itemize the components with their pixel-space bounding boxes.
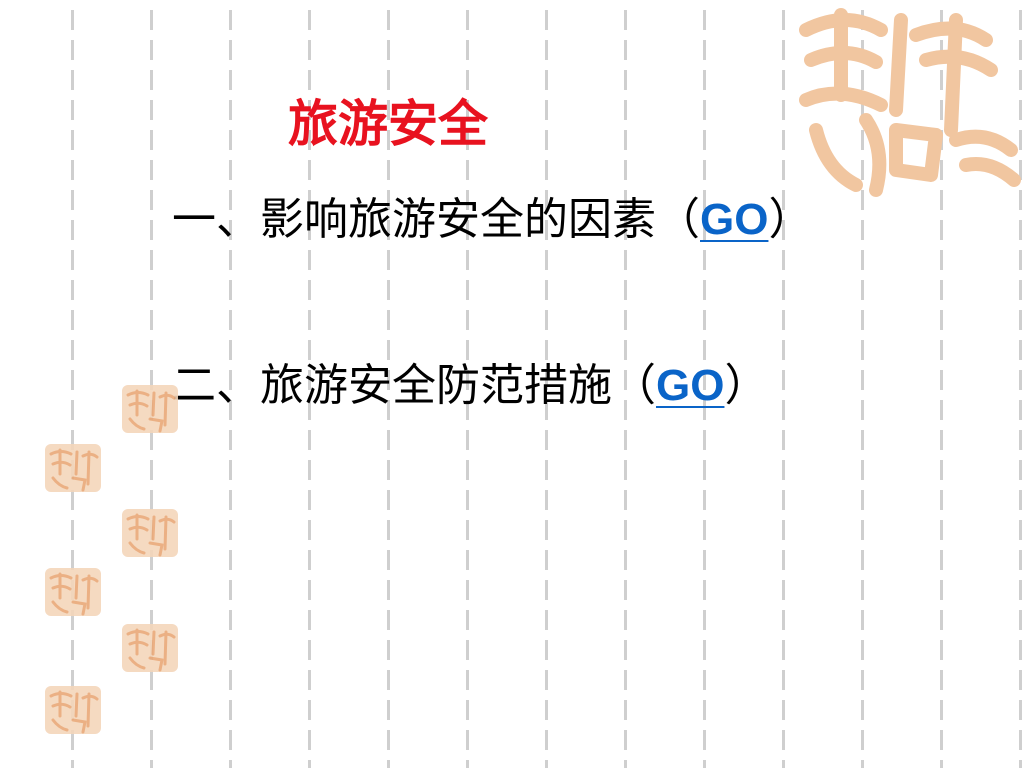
go-link-measures[interactable]: GO — [656, 361, 725, 410]
list-item-close: ） — [768, 194, 813, 245]
list-item-label: 一、影响旅游安全的因素（ — [172, 194, 700, 245]
auspicious-seal-icon — [122, 385, 178, 433]
list-item-close: ） — [724, 360, 769, 411]
auspicious-seal-icon — [122, 509, 178, 557]
page-title: 旅游安全 — [288, 93, 488, 153]
go-link-factors[interactable]: GO — [700, 195, 769, 244]
auspicious-seal-icon — [45, 444, 101, 492]
list-item-measures: 二、旅游安全防范措施（GO） — [172, 358, 768, 414]
auspicious-seal-icon — [45, 568, 101, 616]
auspicious-seal-icon — [122, 624, 178, 672]
auspicious-seal-icon — [45, 686, 101, 734]
list-item-label: 二、旅游安全防范措施（ — [172, 360, 656, 411]
auspicious-seal-icon — [786, 0, 1024, 200]
list-item-factors: 一、影响旅游安全的因素（GO） — [172, 192, 812, 248]
